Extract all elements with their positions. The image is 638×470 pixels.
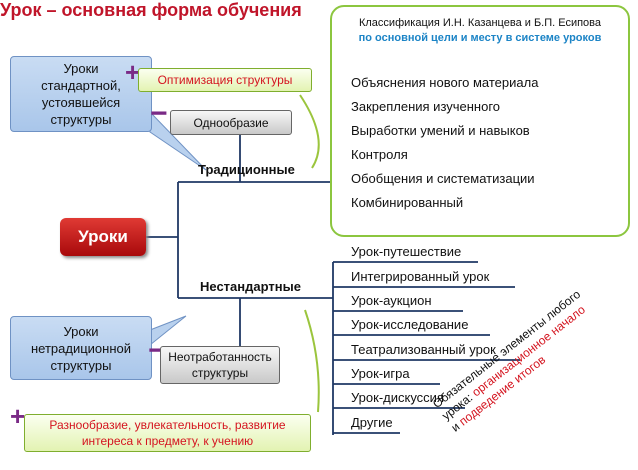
callout-standard-structure: Уроки стандартной, устоявшейся структуры: [10, 56, 152, 132]
callout-nontraditional-structure: Уроки нетрадиционной структуры: [10, 316, 152, 380]
list-item: Другие: [351, 415, 393, 430]
center-node-lessons: Уроки: [60, 218, 146, 256]
page-title: Урок – основная форма обучения: [0, 0, 302, 20]
plus-icon: +: [125, 57, 141, 87]
classification-box: Классификация И.Н. Казанцева и Б.П. Есип…: [330, 5, 630, 237]
list-item: Урок-исследование: [351, 317, 469, 332]
list-item: Урок-путешествие: [351, 244, 462, 259]
list-item: Контроля: [351, 147, 408, 162]
list-item: Интегрированный урок: [351, 269, 490, 284]
nonstandard-advantage: Разнообразие, увлекательность, развитие …: [24, 414, 311, 452]
list-item: Урок-дискуссия: [351, 390, 444, 405]
list-item: Урок-игра: [351, 366, 410, 381]
classification-subtitle: по основной цели и месту в системе уроко…: [358, 32, 602, 44]
traditional-disadvantage: Однообразие: [170, 110, 292, 135]
list-item: Выработки умений и навыков: [351, 123, 530, 138]
list-item: Комбинированный: [351, 195, 464, 210]
branch-traditional: Традиционные: [198, 162, 295, 177]
minus-icon: −: [150, 97, 168, 130]
branch-nonstandard: Нестандартные: [200, 279, 301, 294]
traditional-advantage: Оптимизация структуры: [138, 68, 312, 92]
classification-title: Классификация И.Н. Казанцева и Б.П. Есип…: [358, 17, 602, 29]
list-item: Закрепления изученного: [351, 99, 501, 114]
list-item: Объяснения нового материала: [351, 75, 539, 90]
list-item: Театрализованный урок: [351, 342, 496, 357]
nonstandard-disadvantage: Неотработанность структуры: [160, 346, 280, 384]
list-item: Обобщения и систематизации: [351, 171, 535, 186]
plus-icon: +: [10, 401, 26, 431]
list-item: Урок-аукцион: [351, 293, 432, 308]
